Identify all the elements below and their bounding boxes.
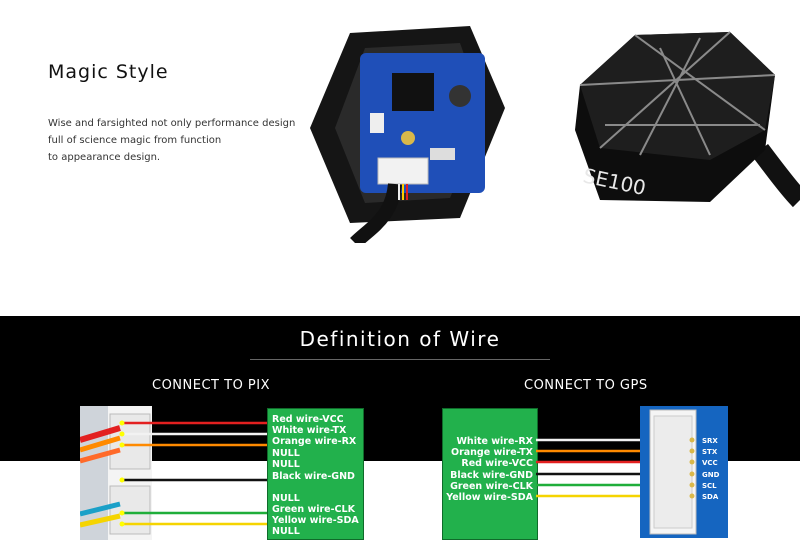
- gps-pin-code: SRX: [702, 437, 718, 445]
- se100-enclosure-photo: SE100: [560, 30, 800, 230]
- pix-pin-label: NULL: [272, 526, 300, 537]
- description-line: full of science magic from function: [48, 135, 222, 146]
- pix-pin-label: White wire-TX: [272, 425, 347, 436]
- pix-pin-label: Black wire-GND: [272, 471, 355, 482]
- gps-pin-label: White wire-RX: [456, 436, 533, 447]
- gps-pin-code: SCL: [702, 482, 717, 490]
- pix-pin-label: NULL: [272, 459, 300, 470]
- gps-pin-label: Green wire-CLK: [450, 481, 533, 492]
- gps-pin-label: Orange wire-TX: [451, 447, 533, 458]
- magic-style-section: Magic Style Wise and farsighted not only…: [48, 18, 800, 243]
- gps-pin-label: Yellow wire-SDA: [446, 492, 533, 503]
- connect-to-gps-heading: CONNECT TO GPS: [524, 378, 648, 393]
- gps-pin-label: Red wire-VCC: [461, 458, 533, 469]
- pix-pin-label: NULL: [272, 448, 300, 459]
- description-line: to appearance design.: [48, 152, 161, 163]
- connect-to-pix-heading: CONNECT TO PIX: [152, 378, 271, 393]
- description-line: Wise and farsighted not only performance…: [48, 118, 296, 129]
- pix-pin-label: NULL: [272, 493, 300, 504]
- wire-definition-title: Definition of Wire: [299, 327, 501, 351]
- pix-pin-label: Orange wire-RX: [272, 436, 357, 447]
- gps-pin-code: GND: [702, 471, 720, 479]
- pix-wiring-lines: [119, 420, 267, 527]
- wire-definition-section: Definition of Wire CONNECT TO PIX CONNEC…: [0, 316, 800, 554]
- gps-pin-label: Black wire-GND: [450, 470, 533, 481]
- pix-pin-label: Green wire-CLK: [272, 504, 355, 515]
- pix-pin-label: Yellow wire-SDA: [272, 515, 359, 526]
- title-divider: [250, 359, 550, 360]
- gps-pcb-photo: SRX STX VCC GND SCL SDA: [640, 406, 728, 538]
- magic-style-description: Wise and farsighted not only performance…: [48, 115, 295, 166]
- gps-pin-code: VCC: [702, 459, 718, 467]
- pix-pin-definition-box: Red wire-VCC White wire-TX Orange wire-R…: [267, 408, 364, 540]
- gps-pin-code: SDA: [702, 493, 719, 501]
- gps-pin-code: STX: [702, 448, 718, 456]
- gps-pin-definition-box: White wire-RX Orange wire-TX Red wire-VC…: [442, 408, 538, 540]
- pix-connector-photo: [80, 406, 152, 540]
- pcb-back-photo: [300, 18, 510, 243]
- magic-style-title: Magic Style: [48, 61, 169, 83]
- pix-pin-label: Red wire-VCC: [272, 414, 344, 425]
